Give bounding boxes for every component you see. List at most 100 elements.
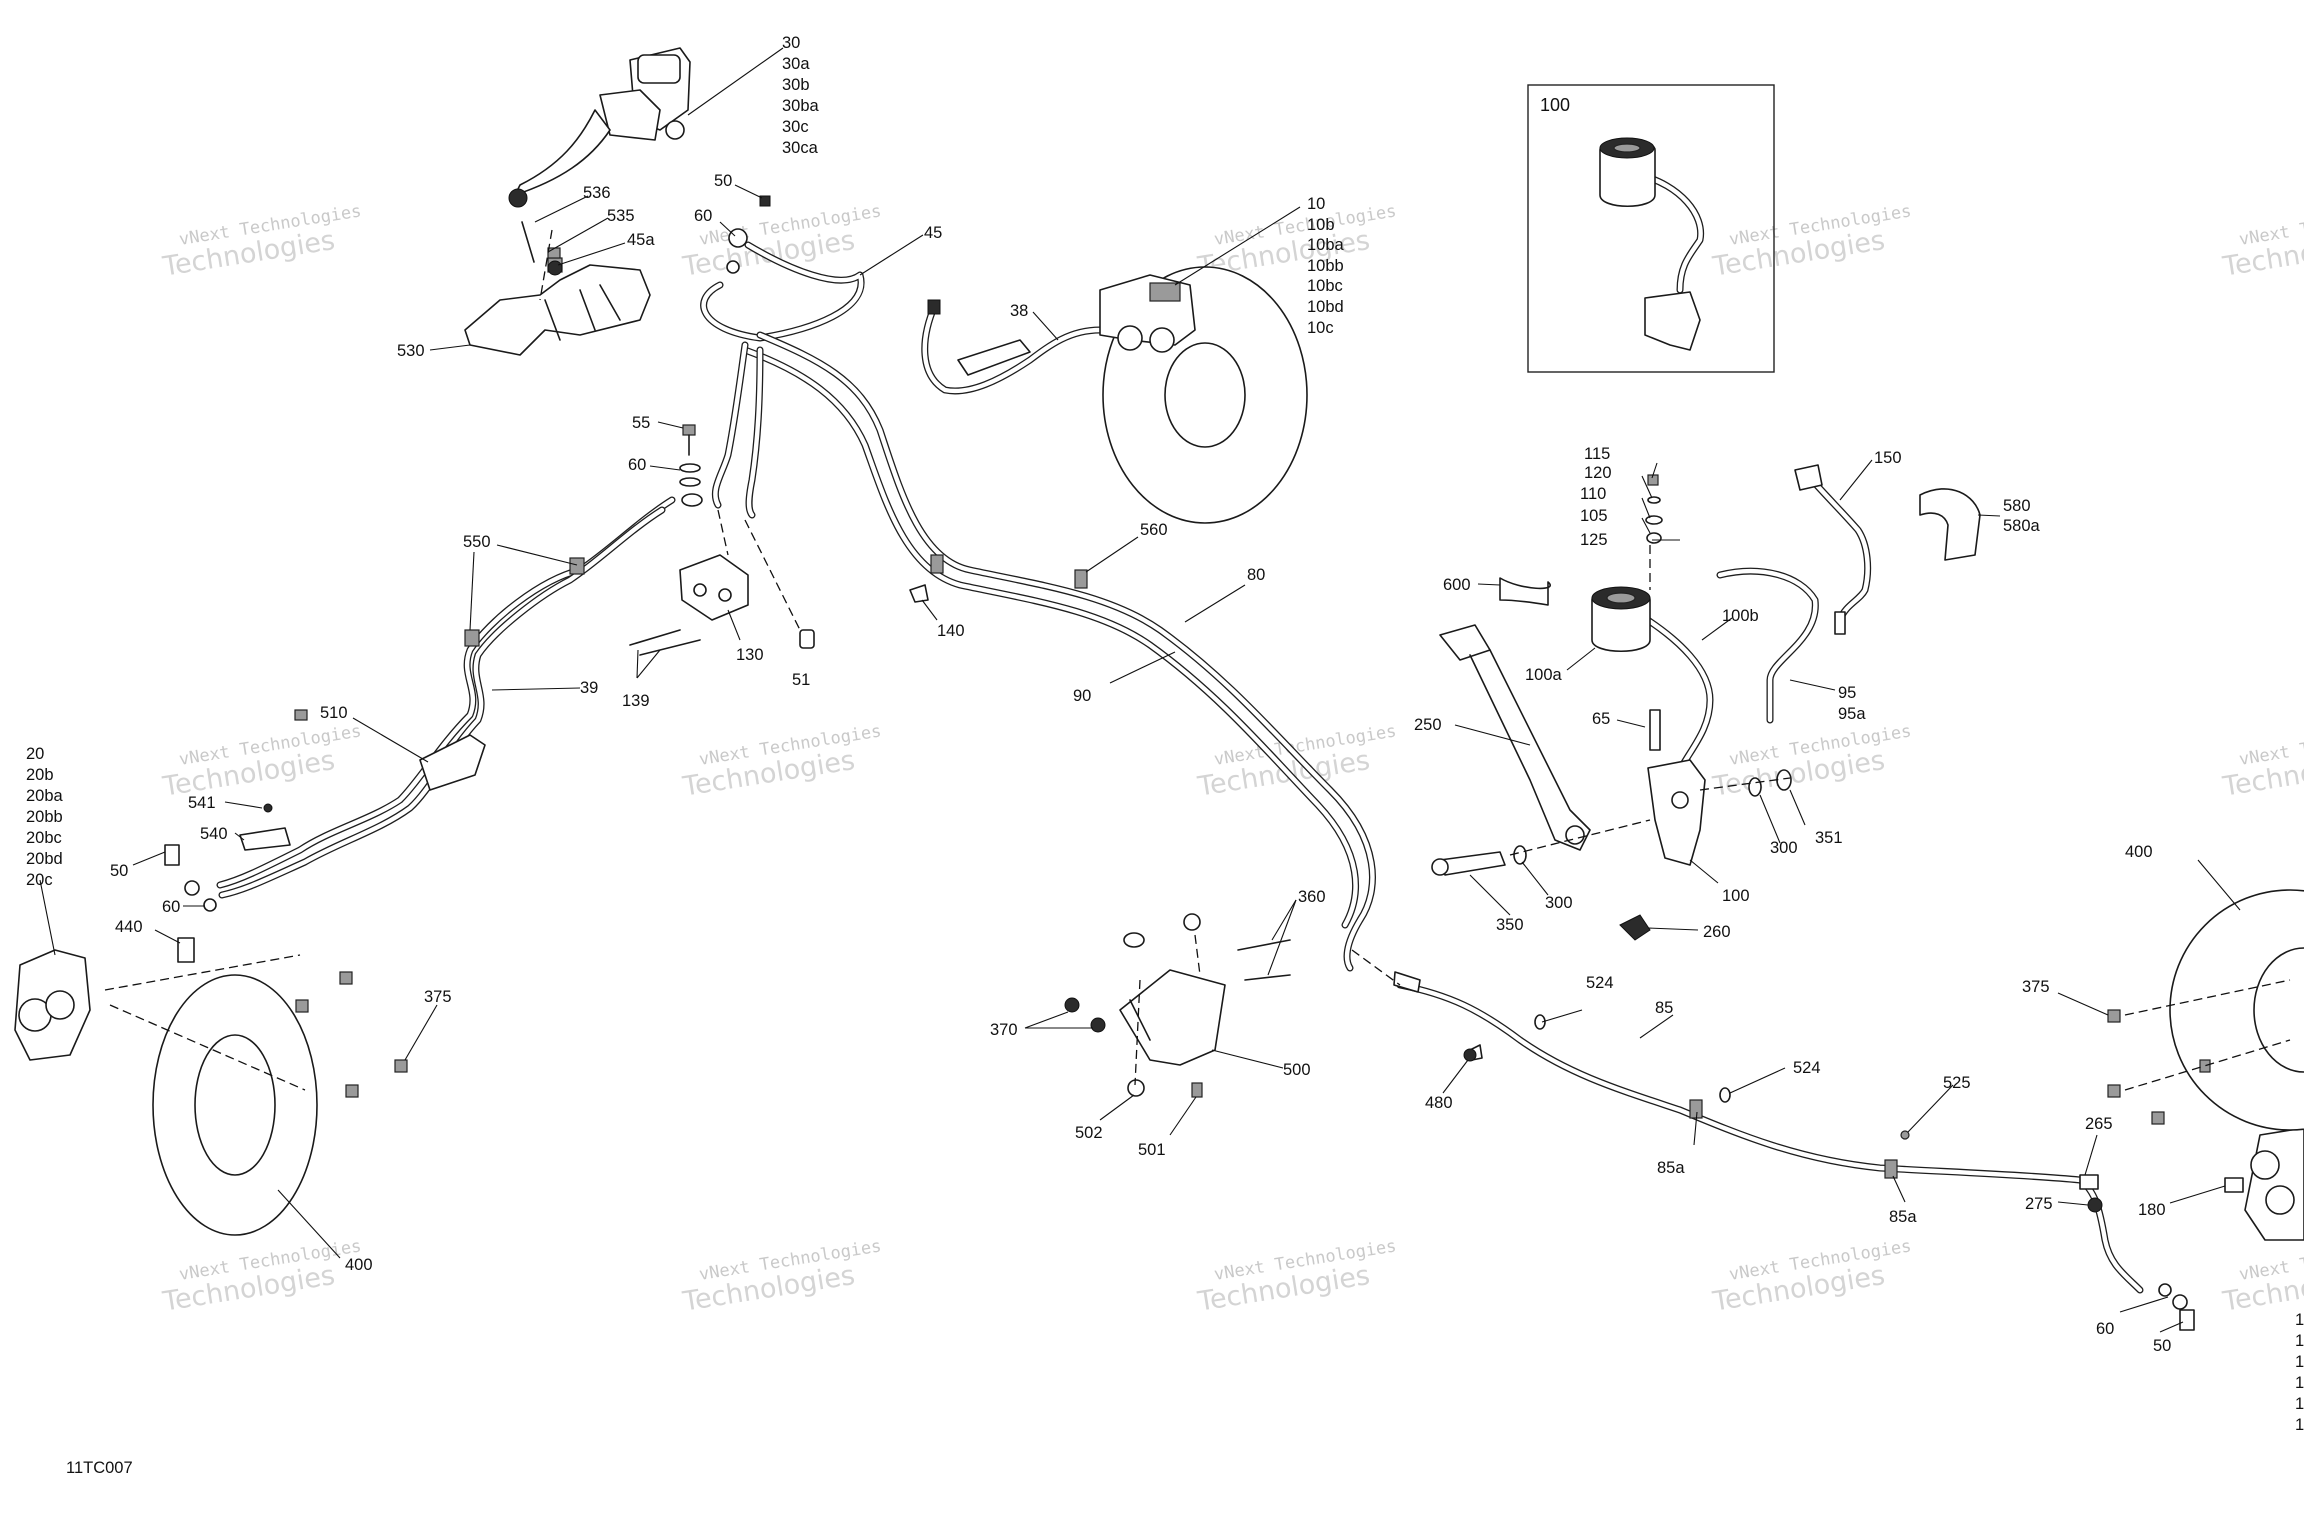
mount-bracket-500 (1064, 913, 1291, 1098)
callout-label: 50 (714, 172, 732, 190)
distribution-block-130 (629, 554, 749, 656)
callout-labels: 30 30a 30b 30ba 30c 30ca 536 535 45a 530… (26, 34, 2304, 1477)
callout-label: 100 (1722, 887, 1750, 905)
callout-label: 50 (2153, 1337, 2171, 1355)
fitting-51 (799, 629, 815, 649)
callout-label: 139 (622, 692, 650, 710)
watermark: vNext Technologies Technologies (160, 1236, 363, 1317)
callout-label: 20 (26, 745, 44, 763)
callout-label: 110 (1580, 485, 1606, 503)
callout-label: 250 (1414, 716, 1442, 734)
callout-label: 30b (782, 76, 810, 94)
callout-label: 60 (694, 207, 712, 225)
callout-label: 20ba (26, 787, 64, 805)
watermark: vNext Technologies Technologies (160, 201, 363, 282)
callout-label: 510 (320, 704, 348, 722)
callout-label: 90 (1073, 687, 1091, 705)
callout-label: 20bd (26, 850, 63, 868)
watermark: vNext Technologies Technologies (2220, 721, 2304, 802)
callout-label: 20bc (26, 829, 62, 847)
callout-label: 30c (782, 118, 809, 136)
callout-label: 100a (1525, 666, 1563, 684)
callout-label: 580a (2003, 517, 2041, 535)
callout-label: 10c (1307, 319, 1334, 337)
front-right-caliper (1099, 274, 1196, 353)
callout-label: 85 (1655, 999, 1673, 1017)
fittings-rear-line (1393, 971, 1910, 1179)
callout-label: 95a (1838, 705, 1866, 723)
rear-master-cylinder-100 (1647, 709, 1706, 866)
callout-label: 536 (583, 184, 611, 202)
reservoir-cap-stack (1645, 474, 1663, 544)
callout-label: 130 (736, 646, 764, 664)
callout-label: 20b (26, 766, 54, 784)
boot-600 (1499, 577, 1551, 606)
front-master-cylinder (508, 47, 691, 208)
callout-label: 300 (1770, 839, 1798, 857)
callout-label: 45a (627, 231, 655, 249)
watermark: vNext Technologies Technologies (1195, 1236, 1398, 1317)
bracket-540 (239, 803, 291, 851)
callout-label: 375 (424, 988, 452, 1006)
callout-label: 10 (2295, 1353, 2304, 1371)
sensor-150 (1794, 464, 1846, 635)
callout-label: 60 (628, 456, 646, 474)
callout-label: 540 (200, 825, 228, 843)
callout-label: 10bd (1307, 298, 1344, 316)
watermark: vNext Technologies Technologies (2220, 201, 2304, 282)
callout-label: 10ba (1307, 236, 1345, 254)
callout-label: 45 (924, 224, 942, 242)
callout-label: 120 (1584, 464, 1612, 482)
callout-label: 351 (1815, 829, 1843, 847)
callout-label: 105 (1580, 507, 1608, 525)
callout-label: 10 (1307, 195, 1325, 213)
pad-260 (1619, 914, 1651, 941)
callout-label: 150 (1874, 449, 1902, 467)
disc-bolts-left (294, 709, 408, 1098)
callout-label: 480 (1425, 1094, 1453, 1112)
callout-label: 500 (1283, 1061, 1311, 1079)
callout-label: 30a (782, 55, 810, 73)
callout-label: 60 (2096, 1320, 2114, 1338)
callout-label: 10 (2295, 1416, 2304, 1434)
callout-label: 125 (1580, 531, 1608, 549)
callout-label: 400 (2125, 843, 2153, 861)
watermark: vNext Technologies Technologies (1710, 201, 1913, 282)
callout-label: 39 (580, 679, 598, 697)
sleeve-580 (1919, 488, 1981, 561)
watermark: vNext Technologies Technologies (1195, 721, 1398, 802)
callout-label: 360 (1298, 888, 1326, 906)
callout-label: 80 (1247, 566, 1265, 584)
callout-label: 115 (1584, 445, 1610, 463)
pivot-bolt-350 (1431, 845, 1527, 876)
callout-label: 180 (2138, 1201, 2166, 1219)
callout-label: 10bb (1307, 257, 1344, 275)
watermark: vNext Technologies Technologies (2220, 1236, 2304, 1317)
hose-connector-38 (927, 299, 1031, 376)
callout-label: 10 (2295, 1395, 2304, 1413)
watermark: vNext Technologies Technologies (1710, 1236, 1913, 1317)
inset-label: 100 (1540, 95, 1570, 115)
assembly-axes (104, 229, 2291, 1091)
watermark: vNext Technologies Technologies (680, 1236, 883, 1317)
callout-label: 560 (1140, 521, 1168, 539)
banjo-bolt-top (726, 195, 771, 274)
drawing-code: 11TC007 (66, 1459, 133, 1477)
callout-label: 535 (607, 207, 635, 225)
callout-label: 10 (2295, 1332, 2304, 1350)
callout-label: 375 (2022, 978, 2050, 996)
callout-label: 530 (397, 342, 425, 360)
hose-clamp-560 (930, 554, 1088, 589)
callout-label: 10 (2295, 1311, 2304, 1329)
hose-95 (1716, 567, 1819, 724)
watermark: vNext Technologies Technologies (1710, 721, 1913, 802)
watermark: vNext Technologies Technologies (160, 721, 363, 802)
callout-label: 541 (188, 794, 216, 812)
callout-label: 10bc (1307, 277, 1343, 295)
callout-label: 350 (1496, 916, 1524, 934)
banjo-bolt-left (164, 844, 217, 963)
callout-label: 524 (1793, 1059, 1821, 1077)
callout-label: 38 (1010, 302, 1028, 320)
callout-label: 20bb (26, 808, 63, 826)
callout-label: 85a (1889, 1208, 1917, 1226)
